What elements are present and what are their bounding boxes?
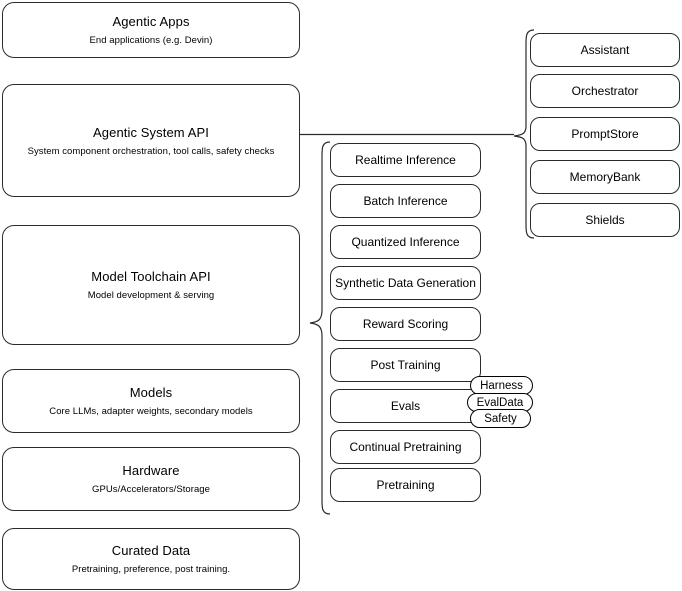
chip-label: Batch Inference [363, 193, 448, 208]
layer-subtitle: System component orchestration, tool cal… [27, 145, 275, 157]
layer-subtitle: Pretraining, preference, post training. [71, 564, 231, 575]
stack-layer-hardware[interactable]: Hardware GPUs/Accelerators/Storage [2, 447, 300, 511]
chip-label: Pretraining [376, 477, 435, 492]
pill-label: Safety [484, 412, 517, 425]
system-component-memorybank[interactable]: MemoryBank [530, 160, 680, 194]
chip-label: PromptStore [571, 126, 639, 141]
eval-subcomponent-evaldata[interactable]: EvalData [467, 393, 533, 412]
chip-label: Assistant [580, 42, 630, 57]
stack-layer-agentic-system-api[interactable]: Agentic System API System component orch… [2, 84, 300, 197]
toolchain-component-quantized-inference[interactable]: Quantized Inference [330, 225, 481, 259]
chip-label: MemoryBank [569, 169, 641, 184]
layer-title: Model Toolchain API [91, 269, 211, 284]
chip-label: Realtime Inference [355, 152, 456, 167]
system-component-orchestrator[interactable]: Orchestrator [530, 74, 680, 108]
layer-title: Curated Data [111, 543, 191, 558]
layer-title: Agentic Apps [112, 14, 190, 29]
layer-title: Models [129, 385, 173, 400]
layer-title: Hardware [122, 463, 180, 478]
layer-subtitle: End applications (e.g. Devin) [89, 35, 213, 46]
system-component-promptstore[interactable]: PromptStore [530, 117, 680, 151]
chip-label: Continual Pretraining [349, 439, 462, 454]
layer-subtitle: Core LLMs, adapter weights, secondary mo… [49, 406, 253, 417]
pill-label: EvalData [476, 396, 524, 409]
toolchain-component-post-training[interactable]: Post Training [330, 348, 481, 382]
system-component-shields[interactable]: Shields [530, 203, 680, 237]
layer-subtitle: Model development & serving [87, 290, 215, 301]
toolchain-component-synthetic-data-generation[interactable]: Synthetic Data Generation [330, 266, 481, 300]
stack-layer-agentic-apps[interactable]: Agentic Apps End applications (e.g. Devi… [2, 2, 300, 58]
chip-label: Shields [585, 212, 625, 227]
connector-line-system-api [300, 133, 514, 136]
layer-title: Agentic System API [93, 124, 209, 140]
chip-label: Quantized Inference [351, 234, 460, 249]
stack-layer-model-toolchain-api[interactable]: Model Toolchain API Model development & … [2, 225, 300, 345]
toolchain-component-pretraining[interactable]: Pretraining [330, 468, 481, 502]
chip-label: Orchestrator [571, 83, 639, 98]
eval-subcomponent-safety[interactable]: Safety [470, 409, 531, 428]
brace-system-components [513, 29, 535, 239]
brace-toolchain [309, 141, 331, 515]
chip-label: Evals [390, 398, 421, 413]
chip-label: Reward Scoring [362, 316, 449, 331]
layer-subtitle: GPUs/Accelerators/Storage [92, 484, 210, 495]
pill-label: Harness [480, 379, 523, 392]
stack-layer-curated-data[interactable]: Curated Data Pretraining, preference, po… [2, 528, 300, 590]
chip-label: Synthetic Data Generation [335, 275, 476, 290]
toolchain-component-continual-pretraining[interactable]: Continual Pretraining [330, 430, 481, 464]
toolchain-component-realtime-inference[interactable]: Realtime Inference [330, 143, 481, 177]
toolchain-component-reward-scoring[interactable]: Reward Scoring [330, 307, 481, 341]
chip-label: Post Training [370, 357, 441, 372]
system-component-assistant[interactable]: Assistant [530, 33, 680, 67]
stack-layer-models[interactable]: Models Core LLMs, adapter weights, secon… [2, 369, 300, 433]
toolchain-component-batch-inference[interactable]: Batch Inference [330, 184, 481, 218]
toolchain-component-evals[interactable]: Evals [330, 389, 481, 423]
